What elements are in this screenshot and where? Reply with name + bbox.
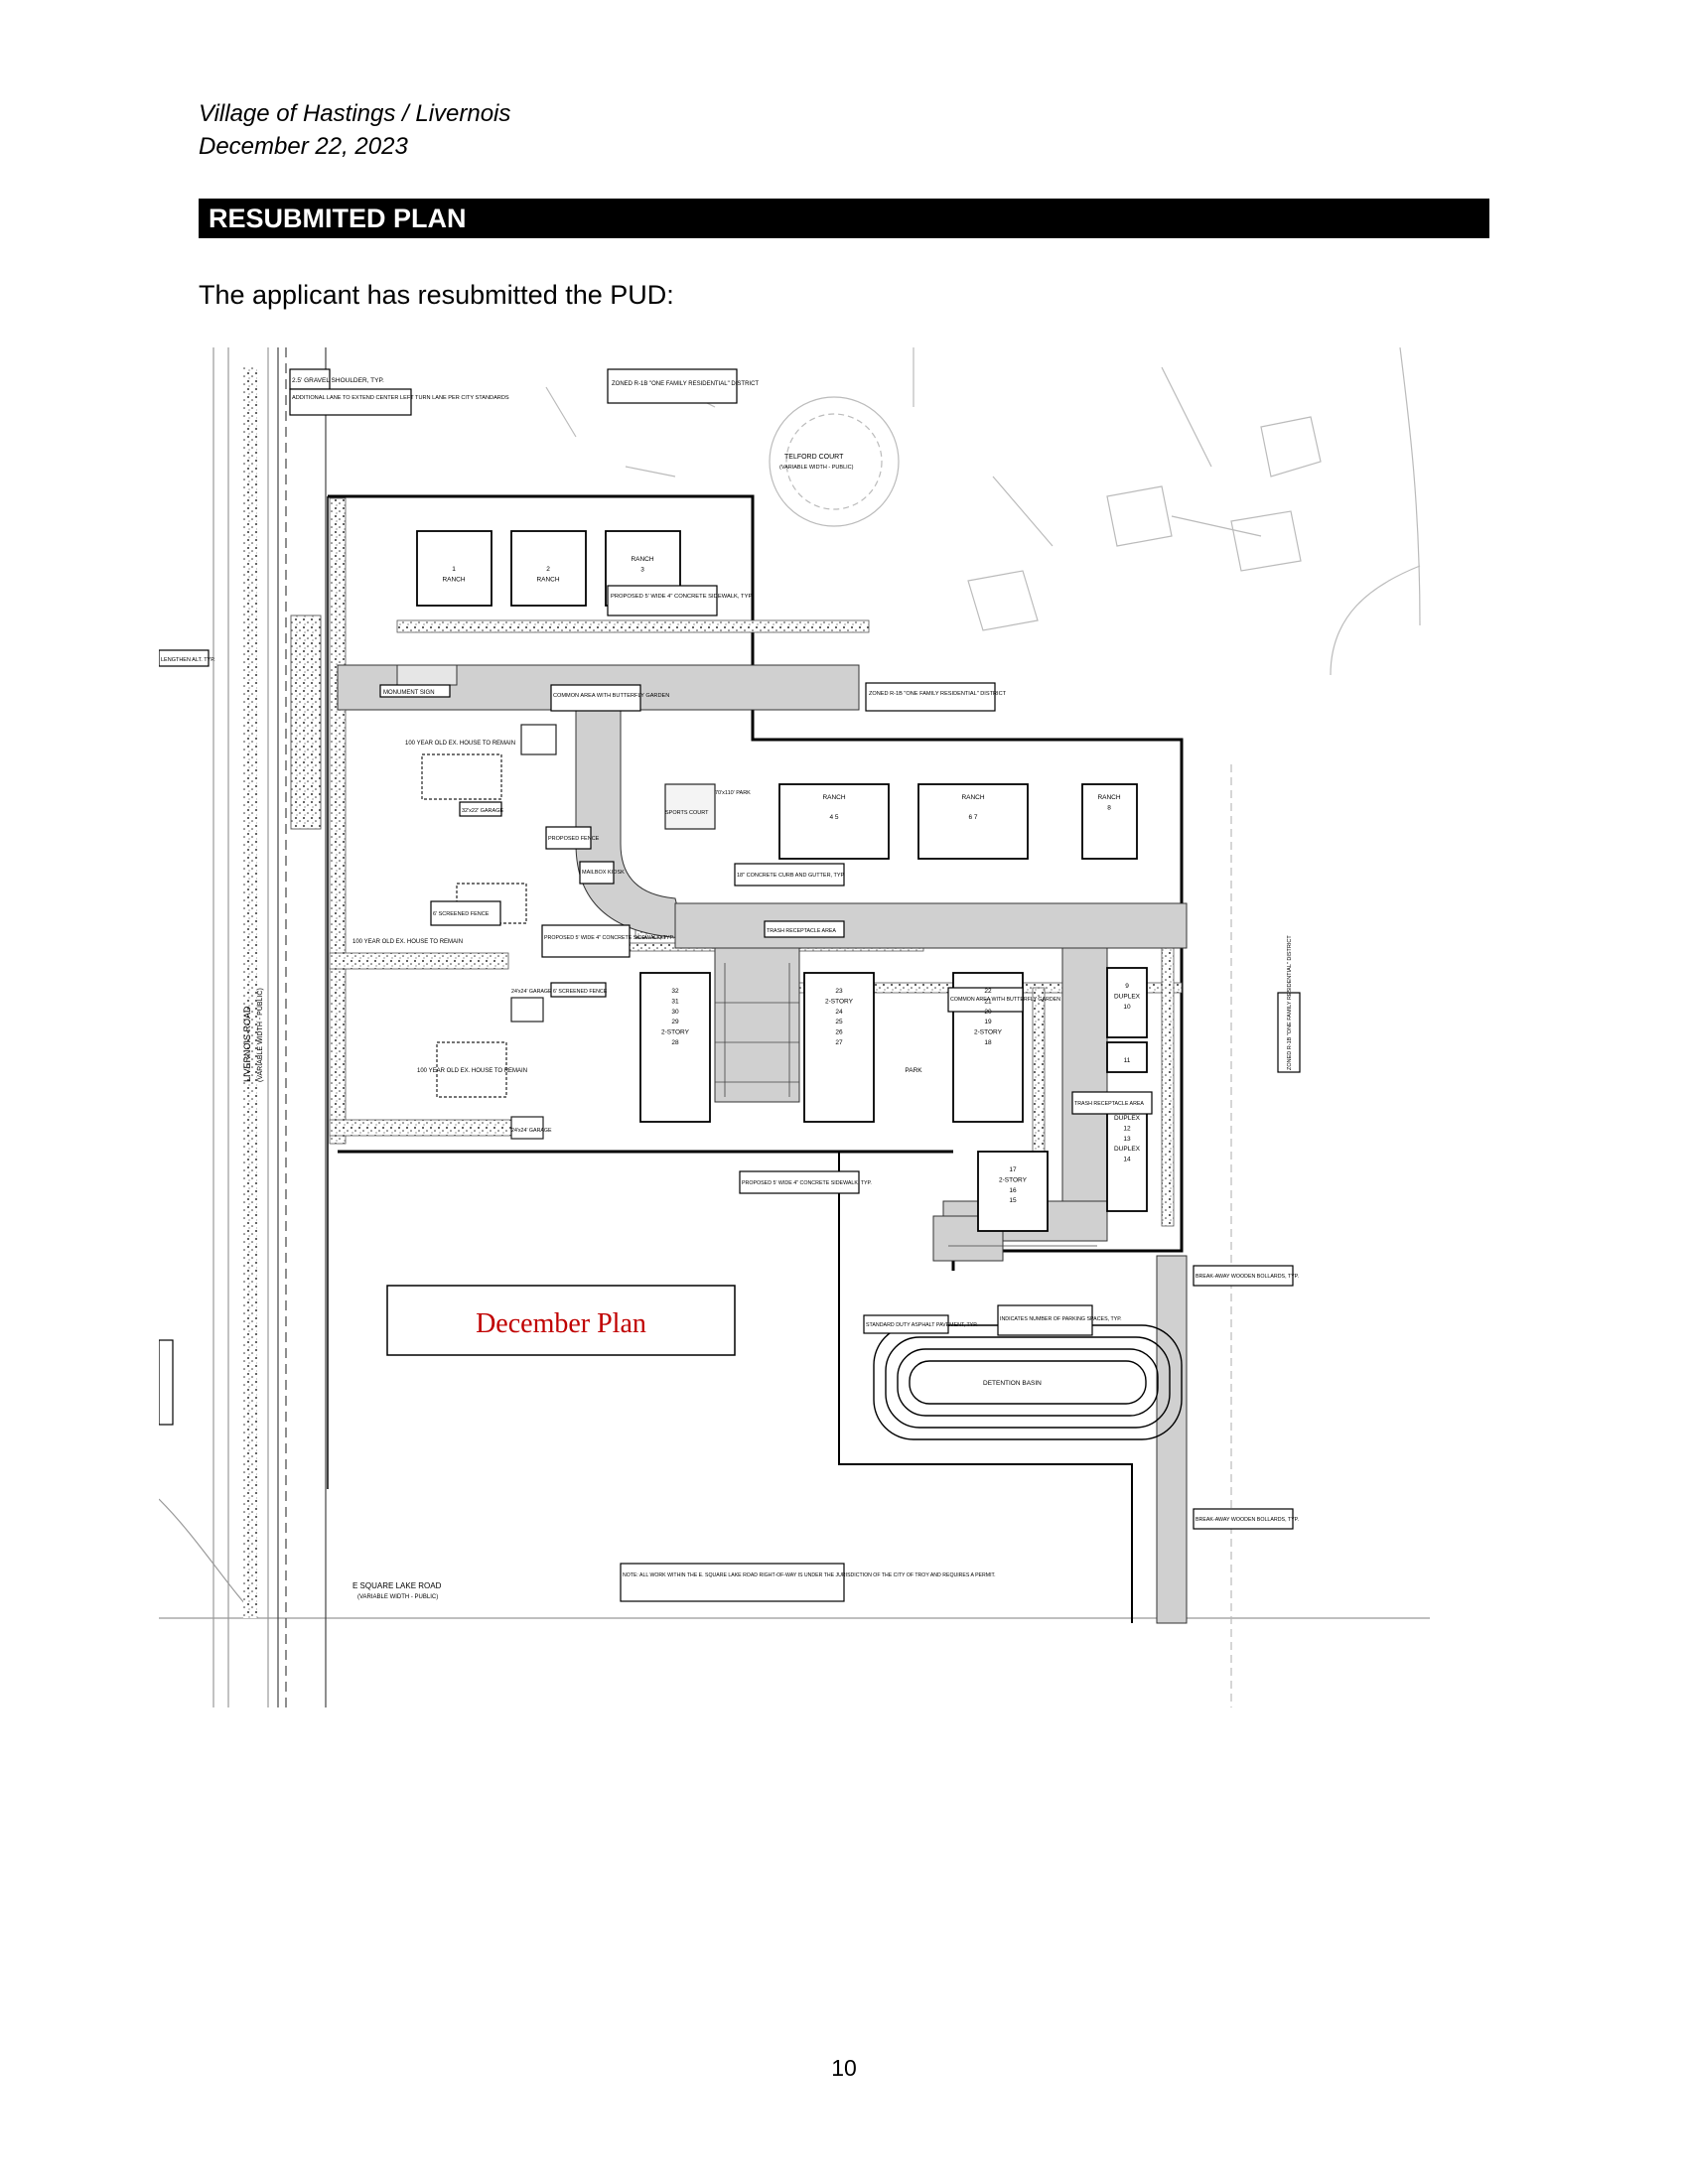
intro-paragraph: The applicant has resubmitted the PUD: (199, 280, 674, 310)
building-32-28 (639, 972, 711, 1123)
label-building-45-numbers: 4 5 (829, 814, 838, 821)
callout-garage-2: 24'x24' GARAGE (511, 989, 552, 995)
livernois-sub-label: (VARIABLE WIDTH - PUBLIC) (257, 988, 264, 1082)
building-6-7 (917, 783, 1029, 860)
callout-house-3: 100 YEAR OLD EX. HOUSE TO REMAIN (417, 1068, 527, 1074)
callout-zoned-top: ZONED R-1B "ONE FAMILY RESIDENTIAL" DIST… (612, 381, 759, 387)
ranch-buildings (416, 530, 1138, 860)
building-1 (416, 530, 492, 607)
callout-trash-2: TRASH RECEPTACLE AREA (1074, 1101, 1144, 1107)
callout-zoned-right: ZONED R-1B "ONE FAMILY RESIDENTIAL" DIST… (1287, 935, 1293, 1070)
building-4-5 (778, 783, 890, 860)
callout-frames (159, 368, 1301, 1602)
parking-stalls (715, 963, 1097, 1247)
callout-note: NOTE: ALL WORK WITHIN THE E. SQUARE LAKE… (623, 1572, 996, 1578)
callout-zoned-mid: ZONED R-1B "ONE FAMILY RESIDENTIAL" DIST… (869, 691, 1007, 697)
callout-sidewalk-mid: PROPOSED 5' WIDE 4" CONCRETE SIDEWALK, T… (544, 935, 674, 941)
callout-common-area: COMMON AREA WITH BUTTERFLY GARDEN (553, 693, 669, 699)
callout-bollards-2: BREAK-AWAY WOODEN BOLLARDS, TYP. (1196, 1517, 1299, 1523)
label-building-11: 11 (1124, 1057, 1131, 1064)
building-17-15 (977, 1151, 1049, 1232)
callout-bollards-1: BREAK-AWAY WOODEN BOLLARDS, TYP. (1196, 1274, 1299, 1280)
callout-detention: DETENTION BASIN (983, 1380, 1042, 1387)
callout-screen-fence: 6' SCREENED FENCE (433, 911, 490, 917)
callout-garage-1: 32'x22' GARAGE (462, 808, 503, 814)
header-project: Village of Hastings / Livernois (199, 100, 511, 127)
callout-park-1: 70'x110' PARK (715, 790, 751, 796)
callout-sidewalk-top: PROPOSED 5' WIDE 4" CONCRETE SIDEWALK, T… (611, 594, 754, 600)
section-title-band: RESUBMITED PLAN (199, 199, 1489, 238)
site-plan-figure: LIVERNOIS ROAD (VARIABLE WIDTH - PUBLIC) (159, 347, 1430, 1707)
callout-trash-1: TRASH RECEPTACLE AREA (767, 928, 836, 934)
building-11 (1106, 1041, 1148, 1073)
label-building-67: RANCH (961, 794, 984, 801)
callout-sidewalk-low: PROPOSED 5' WIDE 4" CONCRETE SIDEWALK, T… (742, 1180, 872, 1186)
livernois-road: LIVERNOIS ROAD (VARIABLE WIDTH - PUBLIC) (242, 347, 327, 1707)
callout-telford-sub: (VARIABLE WIDTH - PUBLIC) (779, 465, 854, 471)
existing-houses (421, 724, 716, 1140)
callout-lengthen: LENGTHEN ALT. TYP. (161, 657, 215, 663)
callout-telford: TELFORD COURT (784, 454, 844, 461)
callout-lane: ADDITIONAL LANE TO EXTEND CENTER LEFT TU… (292, 395, 509, 401)
detention-basin (873, 1324, 1183, 1440)
livernois-label: LIVERNOIS ROAD (242, 1006, 252, 1082)
callout-sports: SPORTS COURT (665, 810, 709, 816)
callout-house-1: 100 YEAR OLD EX. HOUSE TO REMAIN (405, 741, 515, 747)
building-2 (510, 530, 587, 607)
section-title: RESUBMITED PLAN (209, 204, 467, 233)
building-8 (1081, 783, 1138, 860)
callout-square-lake: E SQUARE LAKE ROAD (352, 1581, 442, 1590)
building-23-27 (803, 972, 875, 1123)
callout-house-2: 100 YEAR OLD EX. HOUSE TO REMAIN (352, 939, 463, 945)
building-9-10 (1106, 967, 1148, 1038)
callout-gravel: 2.5' GRAVEL SHOULDER, TYP. (292, 377, 384, 384)
callout-mailbox: MAILBOX KIOSK (582, 870, 625, 876)
label-building-67-numbers: 6 7 (968, 814, 977, 821)
callout-square-lake-sub: (VARIABLE WIDTH - PUBLIC) (357, 1594, 438, 1600)
callout-common-area-2: COMMON AREA WITH BUTTERFLY GARDEN (950, 997, 1060, 1003)
callout-curb: 18" CONCRETE CURB AND GUTTER, TYP. (737, 873, 845, 879)
label-building-45: RANCH (822, 794, 845, 801)
callout-garage-3: 24'x24' GARAGE (511, 1128, 552, 1134)
header-date: December 22, 2023 (199, 133, 408, 160)
callout-screen-fence-2: 6' SCREENED FENCE (553, 989, 608, 995)
label-park-2: PARK (905, 1067, 922, 1074)
december-plan-label: December Plan (476, 1308, 646, 1339)
page-number: 10 (831, 2055, 857, 2081)
callout-monument: MONUMENT SIGN (383, 690, 435, 696)
callout-parking: INDICATES NUMBER OF PARKING SPACES, TYP. (1000, 1316, 1122, 1322)
gravel-bands (329, 497, 1183, 1227)
callout-fence-1: PROPOSED FENCE (548, 836, 600, 842)
callout-asphalt: STANDARD DUTY ASPHALT PAVEMENT, TYP. (866, 1322, 978, 1328)
callout-texts: 2.5' GRAVEL SHOULDER, TYP. ADDITIONAL LA… (161, 377, 1299, 1600)
december-plan-box (386, 1285, 736, 1356)
